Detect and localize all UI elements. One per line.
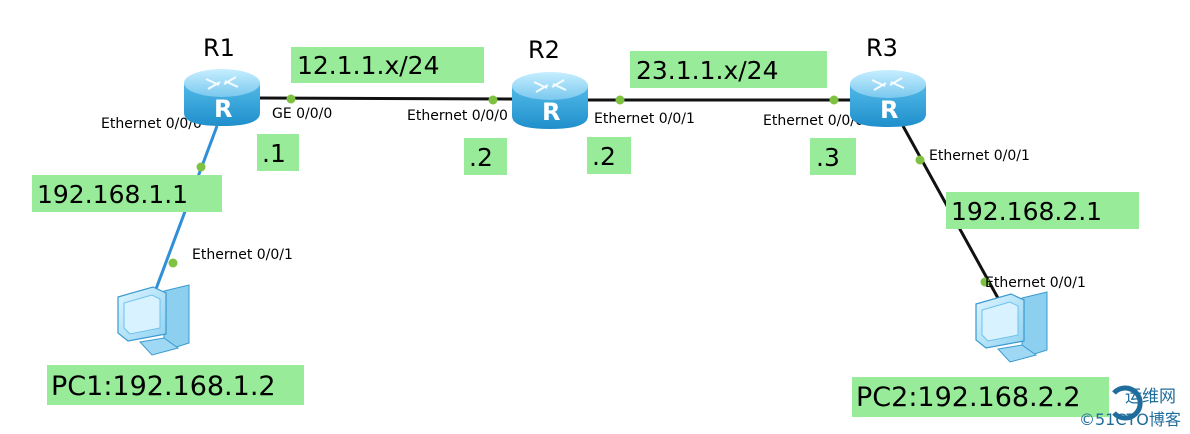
pc2-icon[interactable] bbox=[975, 291, 1048, 363]
octet-label-r3-e0: .3 bbox=[816, 143, 840, 172]
port-dot-r1-eth0 bbox=[196, 162, 206, 172]
watermark-site: 运维网 bbox=[1125, 387, 1176, 407]
port-label-r3-eth0: Ethernet 0/0/0 bbox=[763, 113, 864, 129]
router-label-r2: R2 bbox=[528, 36, 560, 64]
pc-label-pc1: PC1:192.168.1.2 bbox=[51, 371, 276, 402]
link-r1-r2 bbox=[257, 96, 519, 101]
octet-labels-layer: .1 .2 .2 .3 bbox=[257, 134, 856, 175]
port-label-pc1-eth1: Ethernet 0/0/1 bbox=[192, 247, 293, 263]
port-dots-layer bbox=[168, 94, 990, 287]
port-dot-r1-ge0 bbox=[286, 94, 296, 104]
port-label-r2-eth1: Ethernet 0/0/1 bbox=[594, 111, 695, 127]
router-r-glyph-r2: R bbox=[542, 98, 560, 126]
router-label-r3: R3 bbox=[866, 34, 898, 62]
pc-label-pc2: PC2:192.168.2.2 bbox=[856, 382, 1081, 413]
network-labels-layer: 12.1.1.x/24 23.1.1.x/24 192.168.1.1 192.… bbox=[32, 47, 1139, 229]
port-label-r2-eth0: Ethernet 0/0/0 bbox=[407, 108, 508, 124]
router-arrows-r3 bbox=[871, 77, 905, 91]
network-label-r1-r2: 12.1.1.x/24 bbox=[297, 51, 440, 80]
octet-label-r2-e1: .2 bbox=[592, 142, 616, 171]
router-r-glyph-r1: R bbox=[214, 95, 232, 123]
router-top-r1 bbox=[184, 69, 260, 97]
pc2-keyboard bbox=[997, 344, 1038, 363]
network-label-bg-r2-r3 bbox=[630, 51, 827, 88]
router-r1-icon[interactable]: R bbox=[184, 69, 260, 126]
router-r3-icon[interactable]: R bbox=[850, 70, 926, 127]
network-label-r2-r3: 23.1.1.x/24 bbox=[636, 56, 779, 85]
octet-label-bg-r2-e1 bbox=[587, 137, 631, 174]
network-label-bg-r1-r2 bbox=[291, 47, 484, 83]
octet-label-r1-ge: .1 bbox=[262, 139, 286, 168]
pc2-screen bbox=[981, 301, 1019, 342]
watermark-layer: 运维网 ©51CTO博客 bbox=[1079, 385, 1181, 429]
port-dot-pc2-eth1 bbox=[980, 277, 990, 287]
pc1-keyboard bbox=[139, 337, 180, 356]
router-label-r1: R1 bbox=[203, 34, 235, 62]
port-dot-r2-eth1 bbox=[615, 95, 625, 105]
octet-label-bg-r3-e0 bbox=[810, 138, 856, 175]
port-labels-layer: Ethernet 0/0/0 GE 0/0/0 Ethernet 0/0/0 E… bbox=[101, 106, 1086, 291]
router-r2-icon[interactable]: R bbox=[512, 72, 588, 129]
octet-label-r2-e0: .2 bbox=[469, 143, 493, 172]
pcs-layer bbox=[117, 284, 1048, 363]
pc1-icon[interactable] bbox=[117, 284, 190, 356]
network-label-r3-pc2: 192.168.2.1 bbox=[951, 197, 1102, 226]
network-label-r1-pc1: 192.168.1.1 bbox=[37, 180, 188, 209]
port-label-r1-eth0: Ethernet 0/0/0 bbox=[101, 116, 202, 132]
port-label-pc2-eth1: Ethernet 0/0/1 bbox=[985, 275, 1086, 291]
network-label-bg-r3-pc2 bbox=[946, 192, 1139, 229]
pc-label-bg-pc2 bbox=[852, 377, 1109, 417]
router-top-r2 bbox=[512, 72, 588, 100]
router-r-glyph-r3: R bbox=[880, 96, 898, 124]
pc1-screen bbox=[123, 294, 161, 335]
watermark-brand: ©51CTO博客 bbox=[1079, 410, 1181, 429]
pc-labels-layer: PC1:192.168.1.2 PC2:192.168.2.2 bbox=[47, 365, 1109, 417]
port-dot-r3-eth0 bbox=[829, 95, 839, 105]
router-arrows-r2 bbox=[533, 79, 567, 93]
routers-layer: R R R bbox=[184, 69, 926, 129]
port-label-r3-eth1: Ethernet 0/0/1 bbox=[929, 148, 1030, 164]
port-dot-r2-eth0 bbox=[488, 95, 498, 105]
port-dot-r3-eth1 bbox=[915, 155, 925, 165]
octet-label-bg-r2-e0 bbox=[464, 138, 507, 175]
octet-label-bg-r1-ge bbox=[257, 134, 299, 171]
links-layer bbox=[151, 96, 1006, 310]
router-labels-layer: R1 R2 R3 bbox=[203, 34, 898, 64]
router-top-r3 bbox=[850, 70, 926, 98]
router-arrows-r1 bbox=[205, 76, 239, 90]
port-dot-pc1-eth1 bbox=[168, 258, 178, 268]
port-label-r1-ge0: GE 0/0/0 bbox=[272, 106, 332, 122]
watermark-logo-icon bbox=[1112, 385, 1143, 421]
pc-label-bg-pc1 bbox=[47, 365, 304, 405]
network-label-bg-r1-pc1 bbox=[32, 175, 222, 212]
